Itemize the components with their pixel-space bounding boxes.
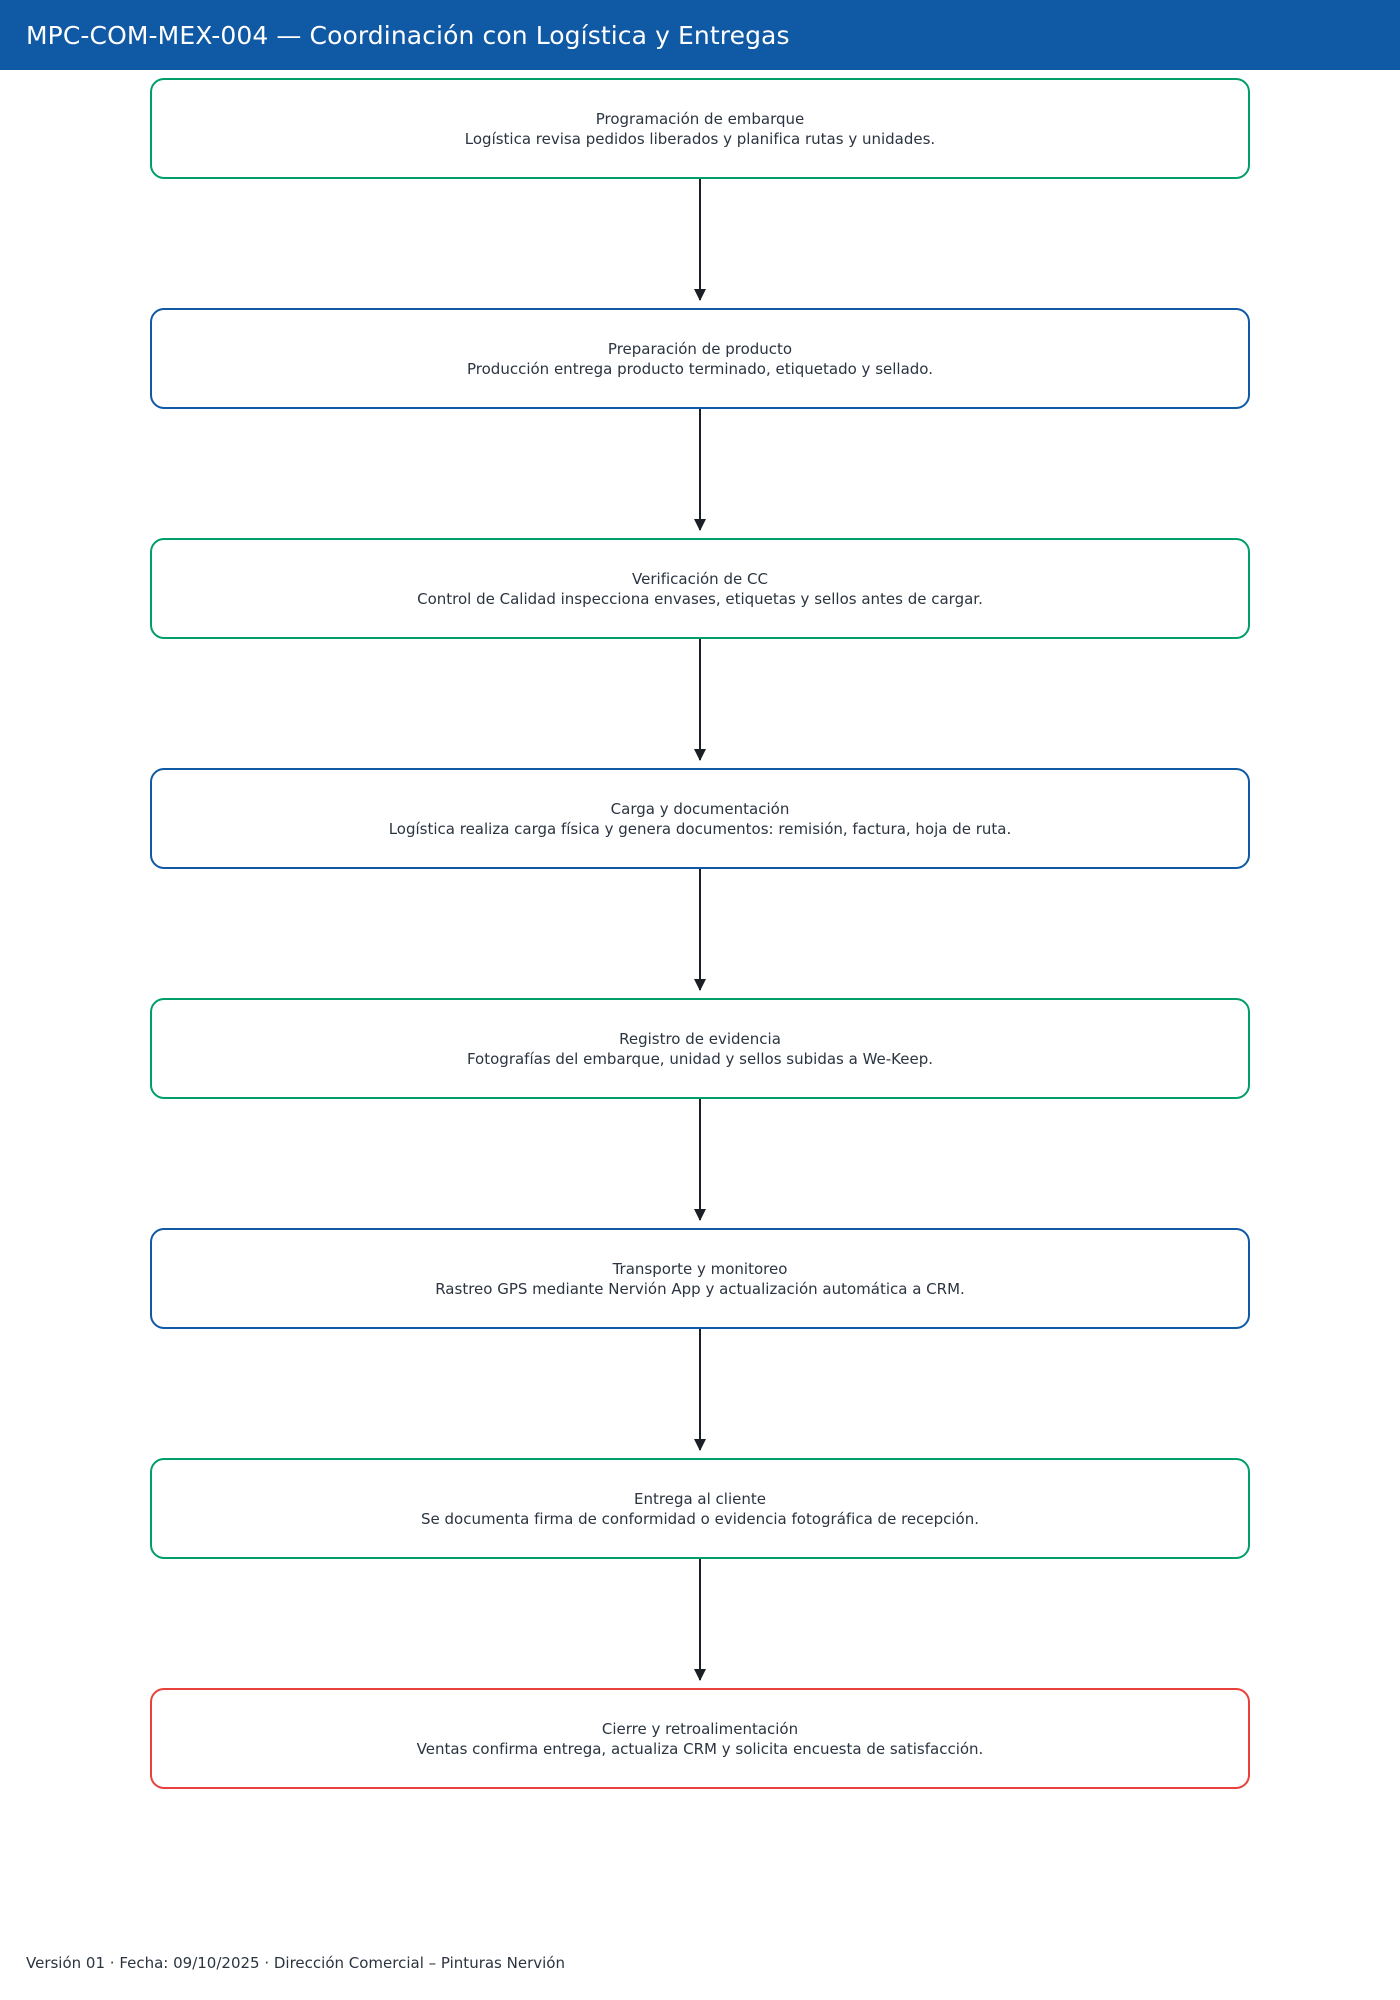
flow-node-description: Logística realiza carga física y genera … — [388, 819, 1012, 838]
flow-node-description: Logística revisa pedidos liberados y pla… — [464, 129, 936, 148]
flow-node-description: Fotografías del embarque, unidad y sello… — [466, 1049, 934, 1068]
flow-node-cierre-y-retroalimentacion[interactable]: Cierre y retroalimentación Ventas confir… — [150, 1688, 1250, 1789]
connector-arrow-2-to-3 — [699, 409, 701, 530]
flow-step-1[interactable]: Programación de embarque Logística revis… — [150, 78, 1250, 179]
flow-node-description: Rastreo GPS mediante Nervión App y actua… — [435, 1279, 965, 1298]
flow-node-title: Carga y documentación — [610, 799, 790, 818]
flow-node-title: Programación de embarque — [595, 109, 805, 128]
flowchart-canvas: Programación de embarque Logística revis… — [0, 70, 1400, 1920]
flow-step-5[interactable]: Registro de evidencia Fotografías del em… — [150, 998, 1250, 1099]
connector-arrow-6-to-7 — [699, 1329, 701, 1450]
flow-node-verificacion-de-cc[interactable]: Verificación de CC Control de Calidad in… — [150, 538, 1250, 639]
document-header-bar: MPC-COM-MEX-004 — Coordinación con Logís… — [0, 0, 1400, 70]
flow-node-preparacion-de-producto[interactable]: Preparación de producto Producción entre… — [150, 308, 1250, 409]
flow-node-title: Transporte y monitoreo — [612, 1259, 788, 1278]
connector-arrow-7-to-8 — [699, 1559, 701, 1680]
flow-node-registro-de-evidencia[interactable]: Registro de evidencia Fotografías del em… — [150, 998, 1250, 1099]
flow-step-4[interactable]: Carga y documentación Logística realiza … — [150, 768, 1250, 869]
flow-node-title: Verificación de CC — [632, 569, 768, 588]
flow-node-title: Entrega al cliente — [634, 1489, 766, 1508]
flow-step-7[interactable]: Entrega al cliente Se documenta firma de… — [150, 1458, 1250, 1559]
flow-step-6[interactable]: Transporte y monitoreo Rastreo GPS media… — [150, 1228, 1250, 1329]
connector-arrow-4-to-5 — [699, 869, 701, 990]
connector-arrow-1-to-2 — [699, 179, 701, 300]
connector-arrow-3-to-4 — [699, 639, 701, 760]
flow-node-title: Preparación de producto — [607, 339, 793, 358]
flow-node-carga-y-documentacion[interactable]: Carga y documentación Logística realiza … — [150, 768, 1250, 869]
flow-node-description: Se documenta firma de conformidad o evid… — [420, 1509, 980, 1528]
document-footer: Versión 01 · Fecha: 09/10/2025 · Direcci… — [26, 1954, 565, 1972]
flow-step-8[interactable]: Cierre y retroalimentación Ventas confir… — [150, 1688, 1250, 1789]
flow-step-3[interactable]: Verificación de CC Control de Calidad in… — [150, 538, 1250, 639]
flow-node-programacion-de-embarque[interactable]: Programación de embarque Logística revis… — [150, 78, 1250, 179]
flow-node-description: Ventas confirma entrega, actualiza CRM y… — [416, 1739, 984, 1758]
flow-node-entrega-al-cliente[interactable]: Entrega al cliente Se documenta firma de… — [150, 1458, 1250, 1559]
flow-node-description: Control de Calidad inspecciona envases, … — [417, 589, 983, 608]
connector-arrow-5-to-6 — [699, 1099, 701, 1220]
flow-node-transporte-y-monitoreo[interactable]: Transporte y monitoreo Rastreo GPS media… — [150, 1228, 1250, 1329]
flow-node-title: Cierre y retroalimentación — [601, 1719, 799, 1738]
flow-node-title: Registro de evidencia — [619, 1029, 781, 1048]
flow-step-2[interactable]: Preparación de producto Producción entre… — [150, 308, 1250, 409]
page-title: MPC-COM-MEX-004 — Coordinación con Logís… — [26, 20, 790, 50]
flow-node-description: Producción entrega producto terminado, e… — [467, 359, 933, 378]
